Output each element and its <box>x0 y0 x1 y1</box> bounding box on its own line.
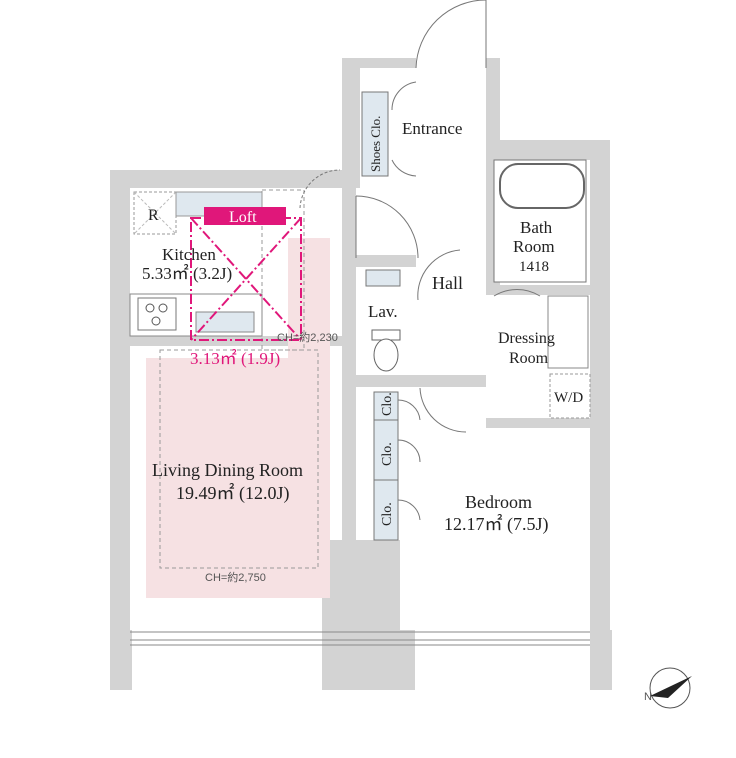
bathtub <box>499 163 585 209</box>
lav-label: Lav. <box>368 302 398 321</box>
closet-label-1: Clo. <box>380 392 395 416</box>
cooktop <box>137 297 177 331</box>
closet-label-2: Clo. <box>380 442 395 466</box>
loft-label: Loft <box>229 209 257 226</box>
living-room-area: 19.49㎡ (12.0J) <box>176 482 290 504</box>
refrigerator-box <box>133 191 177 235</box>
washer-box <box>549 373 591 419</box>
compass-north-label: N <box>644 691 652 703</box>
toilet-bowl <box>373 338 399 372</box>
living-ceiling-boundary <box>159 349 319 569</box>
kitchen-ceiling-height: CH=約2,230 <box>277 330 338 344</box>
kitchen-ceiling-boundary <box>261 189 305 351</box>
bedroom-area: 12.17㎡ (7.5J) <box>444 513 549 535</box>
entrance-label: Entrance <box>402 119 462 138</box>
refrigerator-label: R <box>148 207 159 224</box>
doors <box>299 0 541 521</box>
dressing-cabinet <box>547 295 589 369</box>
hall-label: Hall <box>432 273 463 293</box>
kitchen-area: 5.33㎡ (3.2J) <box>142 264 232 283</box>
living-room-label: Living Dining Room <box>152 460 303 480</box>
closet-box-3 <box>373 479 399 541</box>
walls <box>110 58 612 690</box>
loft-shade <box>146 238 330 598</box>
compass <box>649 667 692 709</box>
bath-room-label-1: Bath <box>520 218 553 237</box>
shoes-closet-label: Shoes Clo. <box>368 116 383 172</box>
shoes-closet-box <box>361 91 389 177</box>
loft-area: 3.13㎡ (1.9J) <box>190 349 280 368</box>
kitchen-sink <box>195 311 255 333</box>
bath-size-label: 1418 <box>519 259 549 275</box>
loft-label-box <box>204 207 286 225</box>
lav-basin <box>365 269 401 287</box>
dressing-room-label-1: Dressing <box>498 330 555 347</box>
bath-room-label-2: Room <box>513 237 555 256</box>
washer-dryer-label: W/D <box>554 390 583 406</box>
kitchen-label: Kitchen <box>162 245 216 264</box>
closet-box-2 <box>373 419 399 481</box>
balcony <box>130 631 590 646</box>
bedroom-label: Bedroom <box>465 492 532 512</box>
dressing-room-label-2: Room <box>509 350 549 367</box>
living-ceiling-height: CH=約2,750 <box>205 570 266 584</box>
closet-label-3: Clo. <box>380 502 395 526</box>
